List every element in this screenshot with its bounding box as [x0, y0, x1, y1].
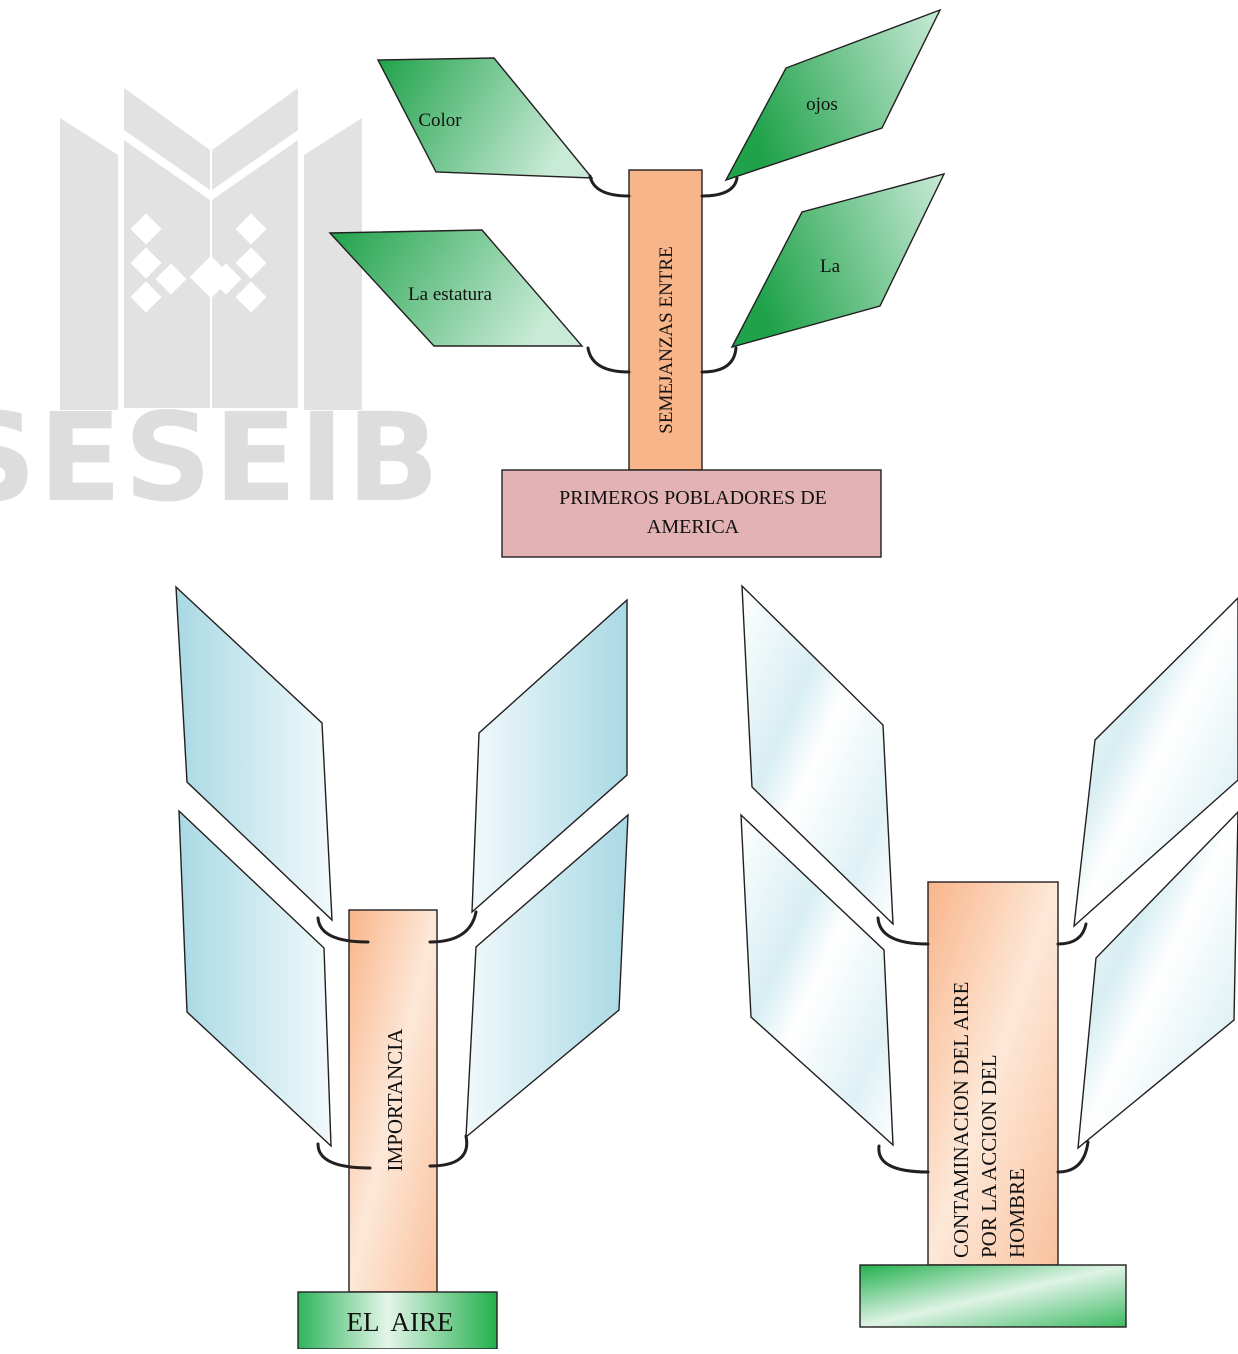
- watermark-diamonds: [130, 213, 267, 313]
- leaf-color: [376, 57, 594, 179]
- leaf-empty: [175, 585, 333, 922]
- leaf-empty: [741, 584, 894, 926]
- trunk-contaminacion-line1: CONTAMINACION DEL AIRE: [949, 982, 973, 1258]
- leaf-ojos-label: ojos: [806, 94, 838, 115]
- hook-connector: [877, 1144, 930, 1174]
- hook-connector: [316, 916, 370, 944]
- watermark-logo: [60, 88, 362, 410]
- leaf-empty: [178, 809, 332, 1148]
- leaf-la-estatura: [328, 229, 584, 347]
- tree-contaminacion: CONTAMINACION DEL AIRE POR LA ACCION DEL…: [740, 584, 1238, 1328]
- leaf-la-estatura-label: La estatura: [408, 284, 492, 305]
- watermark-book-right-panel: [304, 118, 362, 410]
- hook-connector: [700, 346, 738, 374]
- trunk-semejanzas: [628, 169, 703, 471]
- leaf-empty: [740, 813, 894, 1147]
- trunk-contaminacion-line3: HOMBRE: [1005, 1168, 1029, 1258]
- hook-connector: [588, 174, 631, 198]
- leaf-empty: [1077, 810, 1238, 1150]
- base-primeros-pobladores: [501, 469, 882, 558]
- leaf-color-label: Color: [418, 110, 462, 131]
- base-el-aire-label: EL AIRE: [347, 1307, 454, 1337]
- leaf-empty: [1073, 597, 1238, 928]
- watermark-book-left-page: [124, 88, 210, 190]
- trunk-semejanzas-label: SEMEJANZAS ENTRE: [656, 246, 677, 433]
- tree-importancia: IMPORTANCIA EL AIRE: [175, 585, 629, 1350]
- trunk-contaminacion-line2: POR LA ACCION DEL: [977, 1054, 1001, 1258]
- hook-connector: [316, 1142, 372, 1170]
- leaf-ojos: [724, 8, 942, 182]
- trunk-contaminacion: [927, 881, 1059, 1266]
- hook-connector: [586, 346, 631, 374]
- base-el-aire: [297, 1291, 498, 1350]
- trunk-importancia-label: IMPORTANCIA: [383, 1028, 407, 1172]
- hook-connector: [1056, 1140, 1090, 1174]
- hook-connector: [876, 916, 930, 946]
- base-contaminacion: [859, 1264, 1127, 1328]
- hook-connector: [428, 1134, 469, 1168]
- leaf-la: [730, 172, 946, 349]
- hook-connector: [1056, 922, 1088, 946]
- base-primeros-pobladores-line1: PRIMEROS POBLADORES DE: [559, 487, 827, 509]
- leaf-la-label: La: [820, 256, 841, 277]
- tree-semejanzas: Color ojos La estatura La SEMEJANZAS ENT…: [328, 8, 946, 558]
- watermark-text: SESEIB: [0, 387, 441, 529]
- watermark-book-left-panel: [60, 118, 118, 410]
- base-primeros-pobladores-line2: AMERICA: [647, 516, 740, 538]
- trunk-importancia: [348, 909, 438, 1293]
- hook-connector: [428, 910, 478, 944]
- leaf-empty: [471, 598, 628, 914]
- hook-connector: [700, 176, 739, 198]
- watermark-book-right-page: [212, 88, 298, 190]
